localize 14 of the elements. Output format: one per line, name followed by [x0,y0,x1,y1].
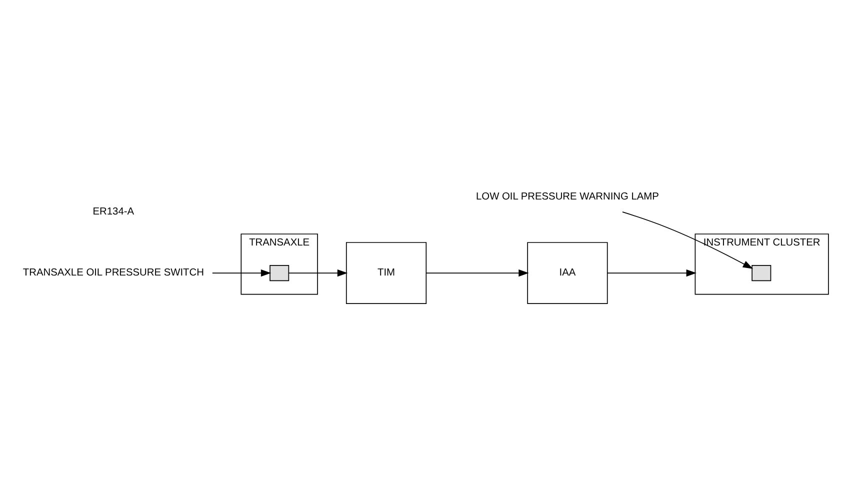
arrow [426,269,529,277]
node-box: IAA [527,242,608,304]
cluster: TRANSAXLE [240,234,318,295]
node-text: TRANSAXLE OIL PRESSURE SWITCH [22,268,204,279]
node-box [270,265,290,282]
node-box [752,265,772,282]
arrow [622,212,754,269]
node-text: LOW OIL PRESSURE WARNING LAMP [476,191,659,202]
label: ER134-A [92,206,134,218]
cluster: INSTRUMENT CLUSTER [694,234,829,295]
arrow [288,269,348,277]
arrow [212,269,272,277]
node-box: TIM [346,242,427,304]
arrow [607,269,696,277]
